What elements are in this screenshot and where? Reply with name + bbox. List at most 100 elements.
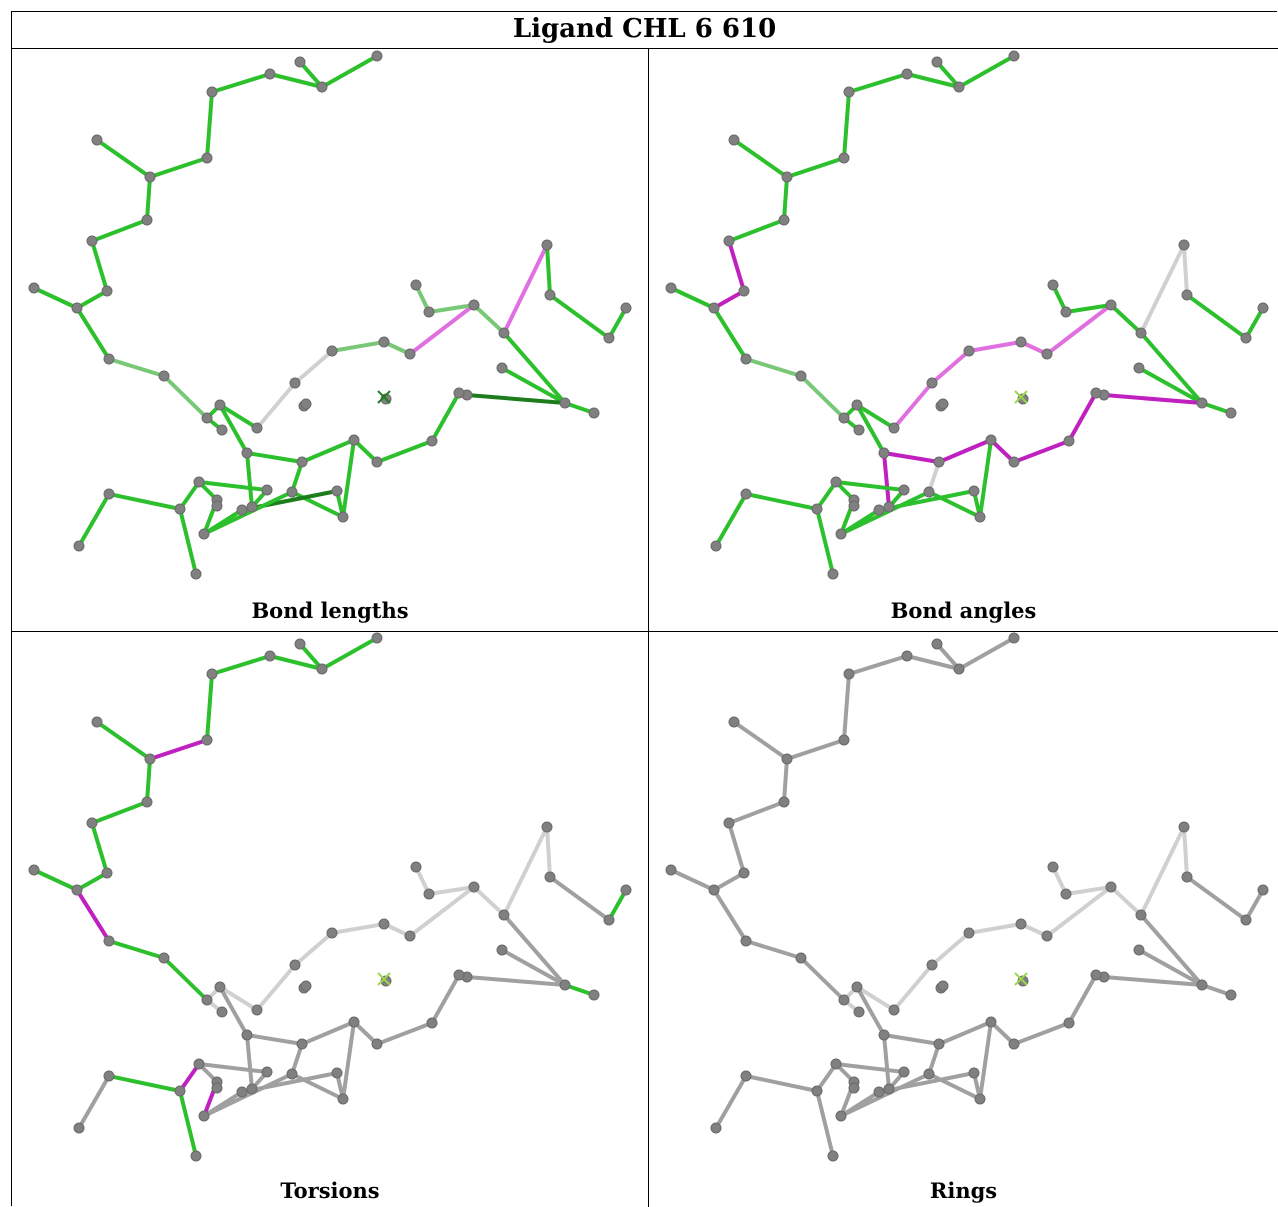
bond (847, 654, 909, 676)
atom (300, 980, 312, 992)
atom (923, 486, 935, 498)
bond (148, 156, 209, 179)
bond (978, 438, 993, 519)
atom (73, 1122, 85, 1134)
atom (830, 1058, 842, 1070)
atom (738, 285, 750, 297)
atom (778, 796, 790, 808)
atom (926, 959, 938, 971)
bond (197, 480, 269, 492)
atom (953, 663, 965, 675)
atom (91, 716, 103, 728)
atom (1008, 50, 1020, 62)
bond (937, 438, 993, 464)
atom (28, 282, 40, 294)
atom (968, 485, 980, 497)
atom (544, 871, 556, 883)
atom (378, 336, 390, 348)
bond (95, 138, 152, 179)
bond (178, 480, 201, 511)
bond (1064, 885, 1113, 896)
atom (103, 353, 115, 365)
bond (202, 1072, 294, 1118)
atom (728, 134, 740, 146)
bond (855, 403, 896, 430)
bond (32, 868, 79, 892)
bond (330, 922, 386, 935)
bond (815, 1089, 835, 1158)
bond (472, 885, 506, 917)
bond (502, 331, 567, 405)
bond (375, 439, 434, 464)
atom (71, 302, 83, 314)
atom (193, 476, 205, 488)
atom (851, 981, 863, 993)
bond (1045, 303, 1113, 356)
atom (371, 456, 383, 468)
bond (957, 636, 1016, 671)
bond (905, 654, 961, 671)
atom (835, 1110, 847, 1122)
atom (830, 476, 842, 488)
bond (107, 492, 182, 511)
bond (892, 381, 934, 430)
atom (300, 398, 312, 410)
atom (795, 952, 807, 964)
bond (162, 374, 209, 420)
atom (264, 650, 276, 662)
bond (855, 403, 886, 455)
atom (211, 500, 223, 512)
atom (1047, 279, 1059, 291)
atom (953, 81, 965, 93)
bond (90, 239, 109, 293)
atom (873, 1086, 885, 1098)
atom (878, 1029, 890, 1041)
bond (77, 1074, 111, 1130)
bond (107, 1074, 182, 1093)
atom (1178, 821, 1190, 833)
atom (103, 488, 115, 500)
panel-bond-angles: Bond angles (649, 50, 1278, 631)
molecule-render-rings (665, 632, 1269, 1162)
atom (404, 348, 416, 360)
bond (427, 885, 476, 896)
atom (316, 663, 328, 675)
atom (201, 152, 213, 164)
atom (193, 1058, 205, 1070)
bond (1244, 306, 1265, 340)
atom (723, 235, 735, 247)
bond (855, 985, 886, 1037)
atom (86, 817, 98, 829)
atom (888, 1004, 900, 1016)
bond (1067, 973, 1098, 1025)
atom (453, 969, 465, 981)
atom (348, 1016, 360, 1028)
bond (712, 888, 748, 943)
bond (882, 451, 891, 509)
atom (740, 935, 752, 947)
atom (933, 1038, 945, 1050)
atom (86, 235, 98, 247)
atom (838, 734, 850, 746)
atom (216, 424, 228, 436)
atom (541, 239, 553, 251)
atom (371, 1038, 383, 1050)
atom (241, 1029, 253, 1041)
bond (1182, 825, 1189, 879)
bond (847, 72, 909, 94)
atom (236, 1086, 248, 1098)
atom (91, 134, 103, 146)
atom (883, 501, 895, 513)
bond (245, 451, 304, 464)
atom (294, 638, 306, 650)
atom (1015, 918, 1027, 930)
atom (1196, 979, 1208, 991)
bond (785, 738, 846, 761)
bond (77, 492, 111, 548)
atom (963, 345, 975, 357)
atom (211, 1082, 223, 1094)
atom (778, 214, 790, 226)
atom (843, 668, 855, 680)
bond (1102, 393, 1204, 405)
atom (190, 568, 202, 580)
